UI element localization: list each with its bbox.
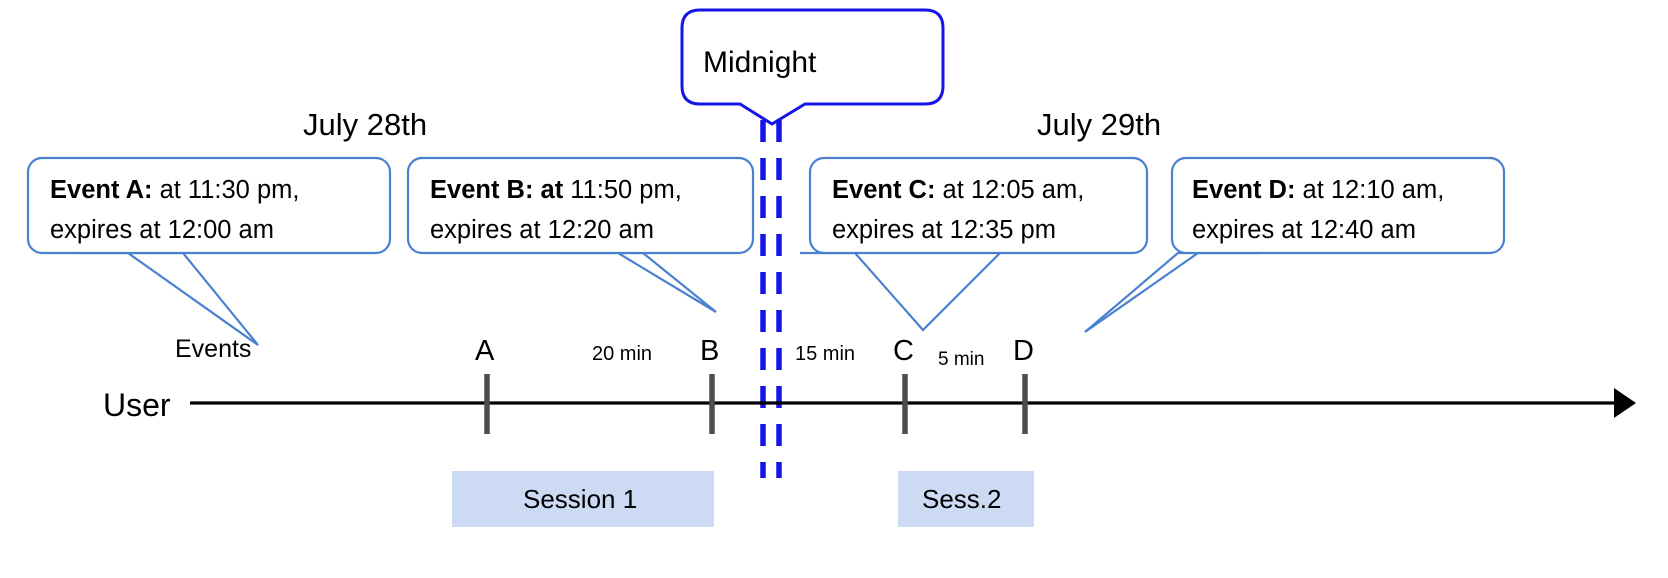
callout-b-bold: Event B: at	[430, 176, 564, 204]
callout-c-bold: Event C:	[832, 176, 935, 204]
event-tick-b[interactable]: B	[700, 335, 719, 434]
event-tick-a[interactable]: A	[475, 335, 495, 434]
session-1[interactable]: Session 1	[452, 471, 714, 527]
session-2-rect	[898, 471, 1034, 527]
date-label-july-29: July 29th	[1037, 107, 1161, 142]
callout-b-rest: 11:50 pm,	[563, 176, 682, 204]
gap-label-a-b: 20 min	[592, 343, 652, 365]
callout-d-rest: at 12:10 am,	[1295, 176, 1444, 204]
midnight-dashed-line	[760, 120, 782, 478]
callout-d-line2: expires at 12:40 am	[1192, 216, 1416, 244]
callout-c-line2: expires at 12:35 pm	[832, 216, 1056, 244]
midnight-callout-shape	[680, 8, 945, 126]
callout-a-rest: at 11:30 pm,	[153, 176, 300, 204]
midnight-callout[interactable]: Midnight	[680, 8, 945, 126]
callout-event-d[interactable]: Event D: at 12:10 am, expires at 12:40 a…	[1084, 156, 1506, 333]
tick-label-a: A	[475, 335, 495, 367]
callout-b-tail	[560, 251, 717, 313]
callout-d-line1: Event D: at 12:10 am,	[1192, 176, 1444, 204]
date-label-july-28: July 28th	[303, 107, 427, 142]
session-2-label: Sess.2	[922, 484, 1002, 514]
callout-d-bold: Event D:	[1192, 176, 1295, 204]
user-row-label: User	[103, 387, 171, 423]
tick-label-d: D	[1013, 335, 1034, 367]
callout-d-tail	[1084, 251, 1260, 333]
callout-a-line2: expires at 12:00 am	[50, 216, 274, 244]
events-row-label: Events	[175, 335, 251, 363]
event-tick-c[interactable]: C	[893, 335, 914, 434]
callout-b-line2: expires at 12:20 am	[430, 216, 654, 244]
timeline-arrow-head	[1614, 388, 1636, 418]
callout-d-box	[1170, 156, 1506, 255]
session-1-label: Session 1	[523, 484, 637, 514]
gap-label-b-c: 15 min	[795, 343, 855, 365]
callout-a-tail	[75, 251, 259, 346]
callout-c-rest: at 12:05 am,	[935, 176, 1084, 204]
tick-label-b: B	[700, 335, 719, 367]
callout-c-box	[808, 156, 1149, 255]
session-1-rect	[452, 471, 714, 527]
callout-event-c[interactable]: Event C: at 12:05 am, expires at 12:35 p…	[800, 156, 1149, 332]
callout-a-box	[26, 156, 392, 255]
tick-label-c: C	[893, 335, 914, 367]
event-tick-d[interactable]: D	[1013, 335, 1034, 434]
session-2[interactable]: Sess.2	[898, 471, 1034, 527]
callout-event-a[interactable]: Event A: at 11:30 pm, expires at 12:00 a…	[26, 156, 392, 346]
callout-event-b[interactable]: Event B: at 11:50 pm, expires at 12:20 a…	[406, 156, 755, 313]
callout-c-line1: Event C: at 12:05 am,	[832, 176, 1084, 204]
midnight-label: Midnight	[703, 46, 817, 79]
callout-b-line1: Event B: at 11:50 pm,	[430, 176, 682, 204]
callout-c-tail	[800, 251, 1001, 332]
gap-label-c-d: 5 min	[938, 349, 984, 370]
callout-b-box	[406, 156, 755, 255]
callout-a-bold: Event A:	[50, 176, 153, 204]
callout-a-line1: Event A: at 11:30 pm,	[50, 176, 299, 204]
timeline-axis	[190, 388, 1636, 418]
